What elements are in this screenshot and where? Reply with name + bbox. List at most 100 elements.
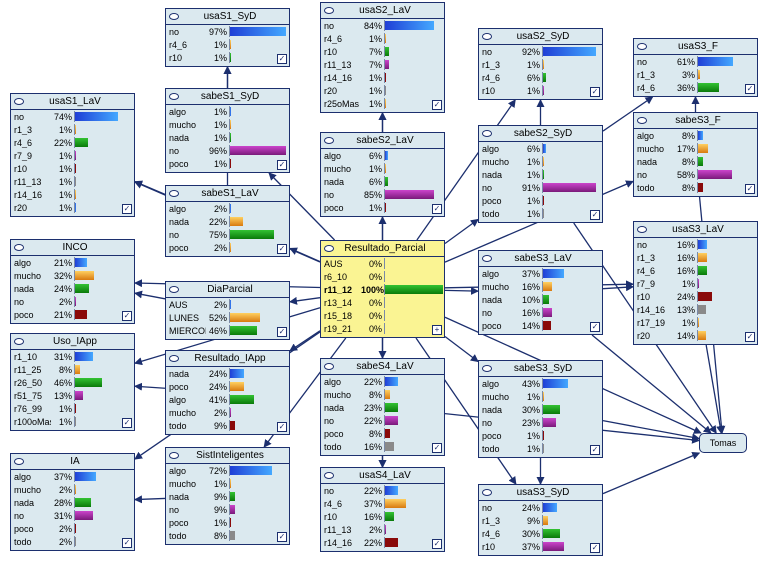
- node-header[interactable]: sabeS3_SyD: [479, 361, 602, 377]
- checkbox-icon[interactable]: ✓: [122, 418, 132, 428]
- checkbox-icon[interactable]: ✓: [277, 54, 287, 64]
- checkbox-icon[interactable]: ✓: [277, 327, 287, 337]
- checkbox-icon[interactable]: ✓: [277, 244, 287, 254]
- node-header[interactable]: usaS4_LaV: [321, 468, 444, 484]
- checkbox-icon[interactable]: ✓: [745, 332, 755, 342]
- expand-icon[interactable]: +: [432, 325, 442, 335]
- checkbox-icon[interactable]: ✓: [277, 422, 287, 432]
- checkbox-icon[interactable]: ✓: [432, 443, 442, 453]
- node-header[interactable]: SistInteligentes: [166, 448, 289, 464]
- node-header[interactable]: IA: [11, 454, 134, 470]
- decision-node-tomas[interactable]: Tomas: [699, 433, 747, 453]
- checkbox-icon[interactable]: ✓: [590, 543, 600, 553]
- node-header[interactable]: Resultado_Parcial: [321, 241, 444, 257]
- checkbox-icon[interactable]: ✓: [432, 204, 442, 214]
- node-header[interactable]: usaS2_SyD: [479, 29, 602, 45]
- node-header[interactable]: usaS3_LaV: [634, 222, 757, 238]
- checkbox-icon[interactable]: ✓: [745, 84, 755, 94]
- checkbox-icon[interactable]: ✓: [122, 311, 132, 321]
- checkbox-icon[interactable]: ✓: [590, 445, 600, 455]
- node-header[interactable]: DiaParcial: [166, 282, 289, 298]
- node-header[interactable]: usaS1_SyD: [166, 9, 289, 25]
- node-header[interactable]: sabeS1_SyD: [166, 89, 289, 105]
- checkbox-icon[interactable]: ✓: [122, 204, 132, 214]
- node-header[interactable]: usaS3_F: [634, 39, 757, 55]
- node-header[interactable]: usaS1_LaV: [11, 94, 134, 110]
